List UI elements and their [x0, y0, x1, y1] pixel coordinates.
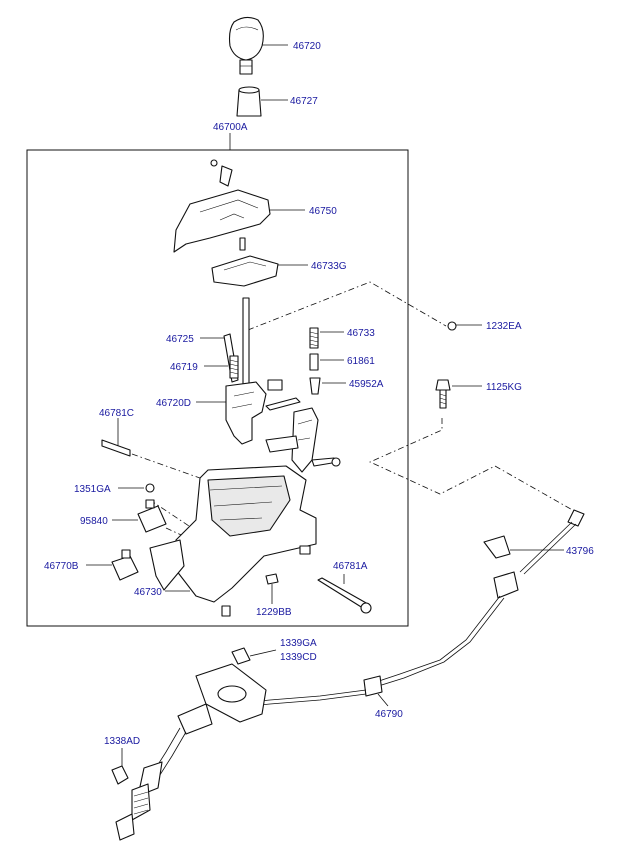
- label-1229bb: 1229BB: [256, 607, 292, 618]
- label-46770b: 46770B: [44, 561, 79, 572]
- label-1339ga: 1339GA: [280, 638, 317, 649]
- pin-61861: [309, 353, 344, 371]
- label-1338ad: 1338AD: [104, 736, 140, 747]
- switch-95840: [112, 499, 167, 533]
- label-1339cd: 1339CD: [280, 652, 317, 663]
- label-1232ea: 1232EA: [486, 321, 522, 332]
- label-46720d: 46720D: [156, 398, 191, 409]
- label-1125kg: 1125KG: [486, 382, 522, 393]
- label-46719: 46719: [170, 362, 198, 373]
- bolt-46781c: [101, 418, 131, 457]
- pin-46781a: [317, 574, 372, 614]
- spring-46733: [309, 327, 344, 349]
- label-46700a: 46700A: [213, 122, 248, 133]
- shift-knob: [228, 16, 288, 75]
- cable-46790: [249, 509, 585, 707]
- label-46720: 46720: [293, 41, 321, 52]
- bolt-1229bb: [265, 573, 279, 604]
- solenoid-46770b: [86, 549, 139, 581]
- label-46730: 46730: [134, 587, 162, 598]
- detent-arm: [265, 407, 341, 473]
- lever-46720d: [196, 379, 301, 445]
- clip-43796: [483, 535, 564, 559]
- nut-1232ea-part: [247, 281, 482, 331]
- label-46790: 46790: [375, 709, 403, 720]
- label-46727: 46727: [290, 96, 318, 107]
- cap-45952a: [309, 377, 346, 395]
- label-46781c: 46781C: [99, 408, 134, 419]
- assembly-frame: [26, 149, 409, 627]
- cable-bracket: [115, 663, 267, 841]
- label-45952a: 45952A: [349, 379, 384, 390]
- bracket-46730: [149, 465, 317, 617]
- label-61861: 61861: [347, 356, 375, 367]
- shift-rod: [200, 297, 250, 389]
- nut-1338ad: [111, 748, 129, 785]
- indicator-cover: [173, 159, 305, 253]
- label-1351ga: 1351GA: [74, 484, 111, 495]
- bolt-1339-group: [231, 647, 277, 665]
- label-46725: 46725: [166, 334, 194, 345]
- clip-1351ga: [118, 483, 155, 493]
- label-46750: 46750: [309, 206, 337, 217]
- label-46733g: 46733G: [311, 261, 347, 272]
- spring-46719: [204, 355, 239, 379]
- dash-connectors: [131, 418, 577, 547]
- indicator-plate: [211, 237, 308, 287]
- bolt-1125kg: [435, 379, 482, 409]
- label-43796: 43796: [566, 546, 594, 557]
- shift-boot: [236, 86, 288, 117]
- label-46781a: 46781A: [333, 561, 368, 572]
- label-46733: 46733: [347, 328, 375, 339]
- label-95840: 95840: [80, 516, 108, 527]
